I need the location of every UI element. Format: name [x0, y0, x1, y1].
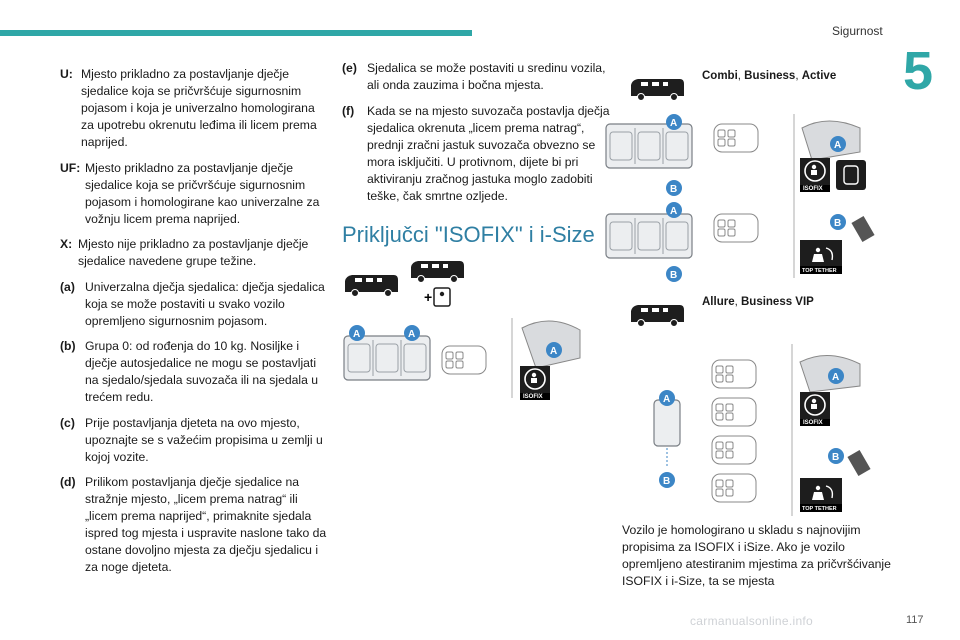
legend-key: U: [60, 67, 73, 81]
legend-key: UF: [60, 160, 81, 175]
svg-text:A: A [670, 118, 677, 129]
car-topview-icon [713, 213, 759, 243]
svg-text:ISOFIX: ISOFIX [803, 186, 823, 192]
seat-bench-diagram: A A [343, 325, 431, 381]
section-title: Sigurnost [832, 24, 883, 38]
note-text: Prije postavljanja djeteta na ovo mjesto… [85, 415, 323, 464]
note-text: Prilikom postavljanja dječje sjedalice n… [85, 475, 327, 574]
seat-anchor-detail: A [801, 120, 861, 161]
note-item: (f) Kada se na mjesto suvozača postavlja… [342, 103, 610, 205]
svg-text:ISOFIX: ISOFIX [803, 420, 823, 426]
legend-item: UF: Mjesto prikladno za postavljanje dje… [60, 160, 328, 228]
combi-anchor-figure: A B A B A ISOFIX B TOP TETHER [605, 114, 875, 282]
note-text: Kada se na mjesto suvozača postavlja dje… [367, 103, 610, 203]
van-icon [630, 304, 685, 327]
svg-text:A: A [408, 329, 415, 340]
svg-text:A: A [663, 394, 670, 405]
note-item: (c) Prije postavljanja djeteta na ovo mj… [60, 415, 328, 466]
seat-anchor-detail: A [521, 320, 581, 369]
car-topview-icon [441, 345, 487, 375]
car-topview-icon [711, 359, 757, 389]
note-key: (d) [60, 475, 76, 489]
top-tether-badge: TOP TETHER [799, 477, 843, 513]
note-key: (c) [60, 415, 75, 430]
isofix-section-heading: Priključci "ISOFIX" i i-Size [342, 222, 595, 247]
svg-text:ISOFIX: ISOFIX [523, 394, 543, 400]
seat-anchor-detail: A [799, 354, 861, 393]
svg-text:B: B [832, 452, 839, 463]
anchor-a-marker: A [404, 325, 420, 341]
seat-bench-diagram: A B [605, 202, 693, 282]
note-item: (b) Grupa 0: od rođenja do 10 kg. Nosilj… [60, 338, 328, 406]
top-tether-badge: TOP TETHER [799, 239, 843, 275]
combi-caption: Combi, Business, Active [702, 70, 837, 82]
note-key: (f) [342, 103, 355, 118]
single-seat-diagram: A B [653, 390, 681, 488]
anchor-a-marker: A [349, 325, 365, 341]
note-key: (b) [60, 339, 76, 353]
allure-anchor-figure: A B A ISOFIX B TOP TETHER [653, 344, 871, 516]
note-key: (a) [60, 279, 75, 294]
car-topview-icon [711, 473, 757, 503]
svg-text:A: A [832, 372, 839, 383]
van-icon [344, 274, 399, 297]
legend-column: U: Mjesto prikladno za postavljanje dječ… [60, 66, 328, 585]
note-text: Grupa 0: od rođenja do 10 kg. Nosiljke i… [85, 339, 319, 404]
allure-caption: Allure, Business VIP [702, 296, 814, 308]
homologation-paragraph: Vozilo je homologirano u skladu s najnov… [622, 523, 891, 588]
header-accent-bar [0, 30, 472, 36]
note-key: (e) [342, 61, 357, 75]
watermark: carmanualsonline.info [690, 614, 814, 628]
note-item: (d) Prilikom postavljanja dječje sjedali… [60, 474, 328, 576]
isofix-badge: ISOFIX [799, 157, 831, 193]
svg-text:TOP TETHER: TOP TETHER [802, 506, 837, 512]
seat-bench-diagram: A B [605, 114, 693, 196]
van-icon [410, 260, 465, 283]
car-topview-icon [711, 435, 757, 465]
legend-item: U: Mjesto prikladno za postavljanje dječ… [60, 66, 328, 151]
child-seat-icon [836, 160, 866, 190]
child-seat-icon: + [424, 287, 451, 307]
legend-text: Mjesto prikladno za postavljanje dječje … [81, 67, 317, 149]
note-item: (a) Univerzalna dječja sjedalica: dječja… [60, 279, 328, 330]
legend-text: Mjesto nije prikladno za postavljanje dj… [78, 237, 309, 268]
legend-key: X: [60, 237, 73, 251]
svg-text:B: B [670, 270, 677, 281]
svg-text:TOP TETHER: TOP TETHER [802, 268, 837, 274]
page-number: 117 [906, 614, 924, 626]
svg-text:A: A [550, 346, 557, 357]
svg-text:B: B [670, 184, 677, 195]
svg-text:A: A [353, 329, 360, 340]
car-topview-icon [711, 397, 757, 427]
isofix-badge: ISOFIX [799, 391, 831, 427]
svg-text:+: + [424, 289, 432, 305]
tether-anchor-detail: B [830, 214, 875, 243]
isofix-badge: ISOFIX [519, 365, 551, 401]
svg-text:B: B [663, 476, 670, 487]
legend-text: Mjesto prikladno za postavljanje dječje … [85, 160, 320, 226]
car-topview-icon [713, 123, 759, 153]
svg-text:A: A [834, 140, 841, 151]
note-text: Sjedalica se može postaviti u sredinu vo… [367, 61, 606, 92]
svg-text:A: A [670, 206, 677, 217]
notes-column: (e) Sjedalica se može postaviti u sredin… [342, 60, 610, 213]
tether-anchor-detail: B [828, 448, 871, 477]
van-icon [630, 78, 685, 101]
note-item: (e) Sjedalica se može postaviti u sredin… [342, 60, 610, 94]
legend-item: X: Mjesto nije prikladno za postavljanje… [60, 236, 328, 270]
isofix-generic-figure: + A A A ISOFIX [343, 260, 581, 401]
svg-text:B: B [834, 218, 841, 229]
chapter-number: 5 [903, 41, 934, 101]
note-text: Univerzalna dječja sjedalica: dječja sje… [85, 279, 325, 328]
